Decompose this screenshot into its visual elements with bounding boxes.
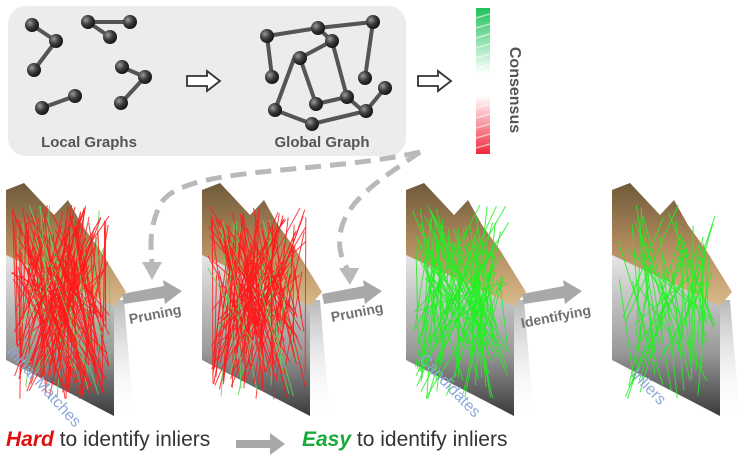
arrow-right-hollow-icon: [417, 69, 453, 93]
consensus-stripe: [475, 43, 491, 49]
consensus-stripe: [475, 133, 491, 139]
node: [366, 15, 380, 29]
bottom-arrow-icon: [236, 433, 285, 455]
easy-caption-rest: to identify inliers: [351, 428, 508, 451]
node: [358, 71, 372, 85]
identifying-step-label: Identifying: [520, 302, 593, 331]
node: [293, 51, 307, 65]
node: [68, 89, 82, 103]
hard-caption-rest: to identify inliers: [53, 428, 211, 451]
consensus-stripe: [475, 33, 491, 39]
match-lines: [10, 204, 111, 399]
node: [340, 90, 354, 104]
stage-image: [406, 183, 534, 420]
node: [325, 34, 339, 48]
consensus-label: Consensus: [506, 47, 523, 133]
arrow-right-hollow-icon: [186, 69, 222, 93]
node: [27, 63, 41, 77]
arrowhead-down-icon: [339, 268, 359, 285]
global-graph-label: Global Graph: [274, 134, 369, 151]
consensus-stripe: [475, 13, 491, 19]
node: [309, 97, 323, 111]
match-lines: [207, 206, 307, 400]
node: [49, 34, 63, 48]
node: [260, 29, 274, 43]
pruning-step-label: Pruning: [128, 301, 183, 327]
node: [378, 81, 392, 95]
node: [115, 60, 129, 74]
node: [81, 15, 95, 29]
node: [103, 30, 117, 44]
stage-image: [612, 183, 740, 420]
easy-keyword: Easy: [302, 428, 352, 451]
consensus-stripe: [475, 53, 491, 59]
consensus-stripe: [475, 73, 491, 79]
easy-caption: Easy to identify inliers: [302, 428, 507, 452]
hard-keyword: Hard: [6, 428, 54, 451]
consensus-stripe: [475, 93, 491, 99]
stage-image: [6, 183, 134, 420]
consensus-stripe: [475, 123, 491, 129]
consensus-stripe: [475, 63, 491, 69]
pruning-step-label: Pruning: [330, 299, 385, 325]
node: [123, 15, 137, 29]
hard-caption: Hard to identify inliers: [6, 428, 210, 452]
node: [25, 18, 39, 32]
stage-image: [202, 183, 330, 420]
dashed-connectors: [148, 149, 422, 272]
node: [138, 70, 152, 84]
consensus-colorbar: Consensus: [475, 8, 523, 154]
arrowhead-down-icon: [142, 262, 162, 280]
match-lines: [412, 204, 510, 400]
node: [359, 104, 373, 118]
consensus-stripe: [475, 103, 491, 109]
node: [305, 117, 319, 131]
local-graphs-label: Local Graphs: [41, 134, 137, 151]
consensus-stripe: [475, 113, 491, 119]
consensus-stripe: [475, 23, 491, 29]
node: [311, 21, 325, 35]
node: [268, 103, 282, 117]
node: [114, 96, 128, 110]
match-lines: [617, 204, 716, 400]
consensus-stripe: [475, 83, 491, 89]
consensus-gradient: [476, 8, 490, 154]
node: [35, 101, 49, 115]
step-arrows: [122, 280, 582, 304]
node: [265, 70, 279, 84]
graph-panel: Local Graphs Global Graph: [8, 6, 453, 156]
consensus-stripe: [475, 143, 491, 149]
